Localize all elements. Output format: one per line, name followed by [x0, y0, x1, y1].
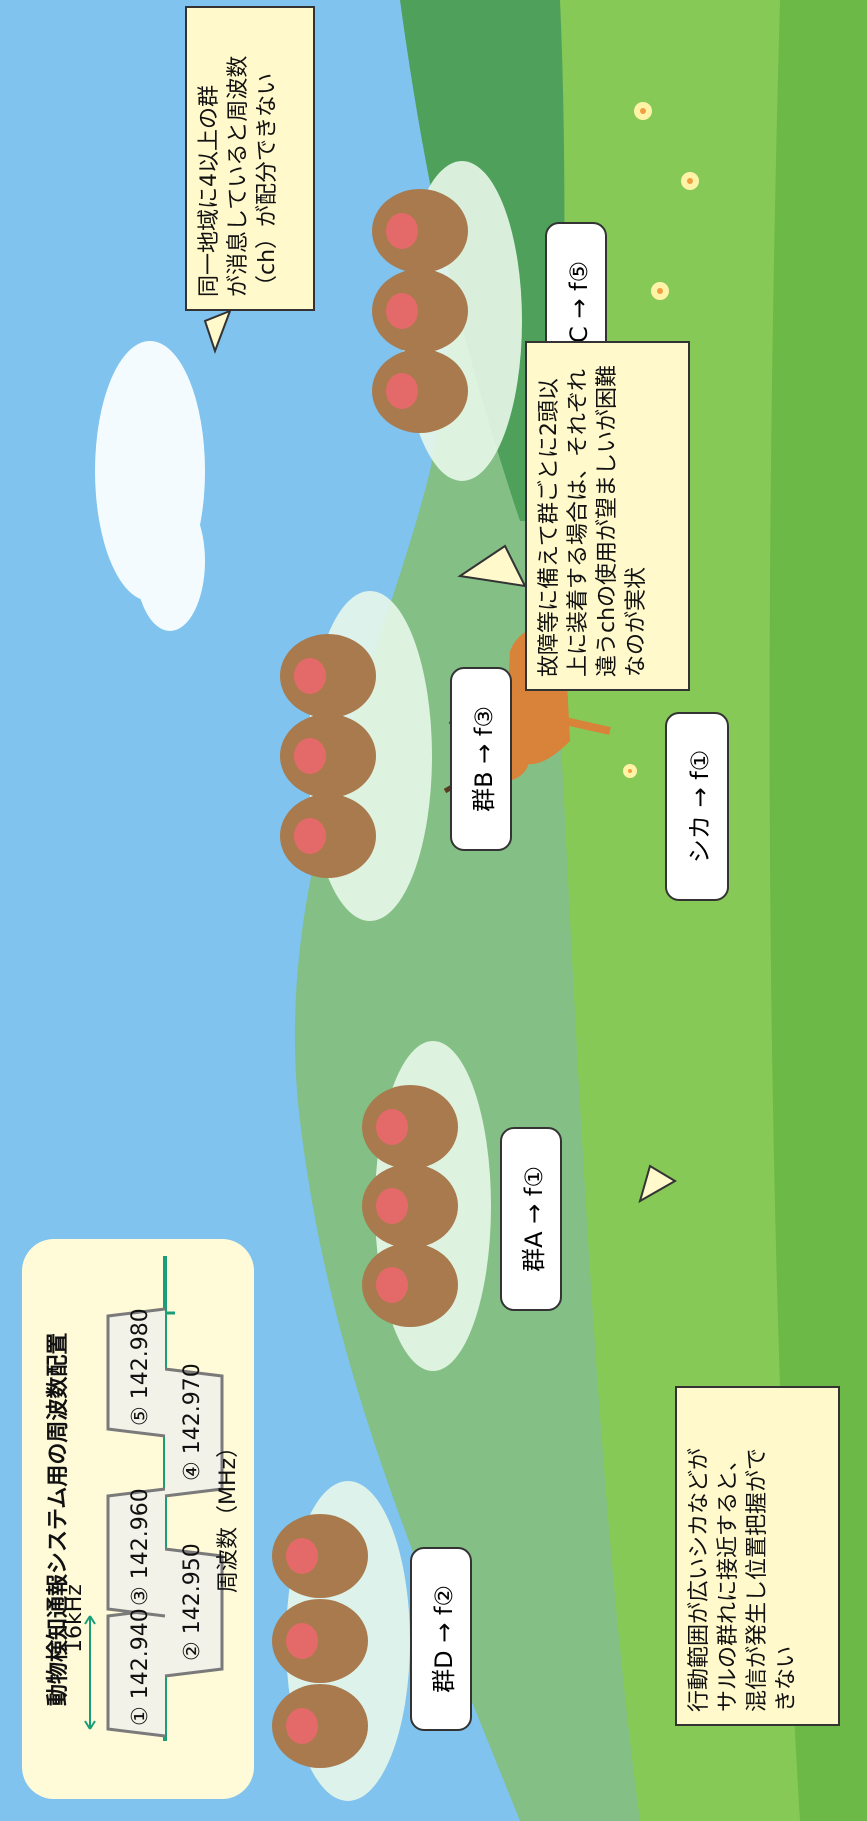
- monkey-icon: [372, 349, 468, 433]
- double-note-pointer: [457, 544, 527, 588]
- monkey-icon: [280, 634, 376, 718]
- bandwidth-label: 16kHz: [62, 1584, 87, 1653]
- group-a-label: 群A → f①: [500, 1127, 562, 1311]
- monkey-icon: [372, 269, 468, 353]
- cloud: [135, 491, 205, 631]
- monkey-icon: [372, 189, 468, 273]
- channel-label-4: ④ 142.970: [180, 1363, 205, 1481]
- region-note-pointer: [203, 309, 232, 354]
- deer-label: シカ → f①: [665, 712, 729, 901]
- channel-mask-4: [164, 1367, 224, 1498]
- channel-mask-2: [164, 1547, 224, 1678]
- frequency-axis-label: 周波数（MHz）: [216, 1435, 241, 1593]
- deer-interference-note: 行動範囲が広いシカなどが サルの群れに接近すると、 混信が発生し位置把握がで き…: [675, 1386, 840, 1726]
- monkey-icon: [362, 1243, 458, 1327]
- channel-mask-3: [106, 1487, 166, 1618]
- channel-label-2: ② 142.950: [180, 1543, 205, 1661]
- channel-mask-5: [106, 1307, 166, 1438]
- monkey-icon: [362, 1164, 458, 1248]
- multiple-collar-note: 故障等に備えて群ごとに2頭以 上に装着する場合は、それぞれ 違うchの使用が望ま…: [525, 341, 690, 691]
- channel-label-1: ① 142.940: [128, 1608, 153, 1726]
- channel-label-5: ⑤ 142.980: [128, 1308, 153, 1426]
- monkey-icon: [272, 1684, 368, 1768]
- monkey-icon: [272, 1599, 368, 1683]
- bandwidth-arrowheads: [84, 1615, 96, 1730]
- grass-front: [769, 0, 867, 1821]
- flower-icon: [634, 102, 652, 120]
- channel-label-3: ③ 142.960: [128, 1488, 153, 1606]
- monkey-icon: [362, 1085, 458, 1169]
- group-b-label: 群B → f③: [450, 667, 512, 851]
- deer-note-pointer: [638, 1164, 677, 1204]
- monkey-icon: [280, 714, 376, 798]
- monkey-icon: [280, 794, 376, 878]
- flower-icon: [681, 172, 699, 190]
- monkey-icon: [272, 1514, 368, 1598]
- flower-icon: [623, 764, 637, 778]
- group-d-label: 群D → f②: [410, 1547, 472, 1731]
- region-allocation-note: 同一地域に4以上の群 が消息していると周波数 （ch）が配分できない: [185, 6, 315, 311]
- flower-icon: [651, 282, 669, 300]
